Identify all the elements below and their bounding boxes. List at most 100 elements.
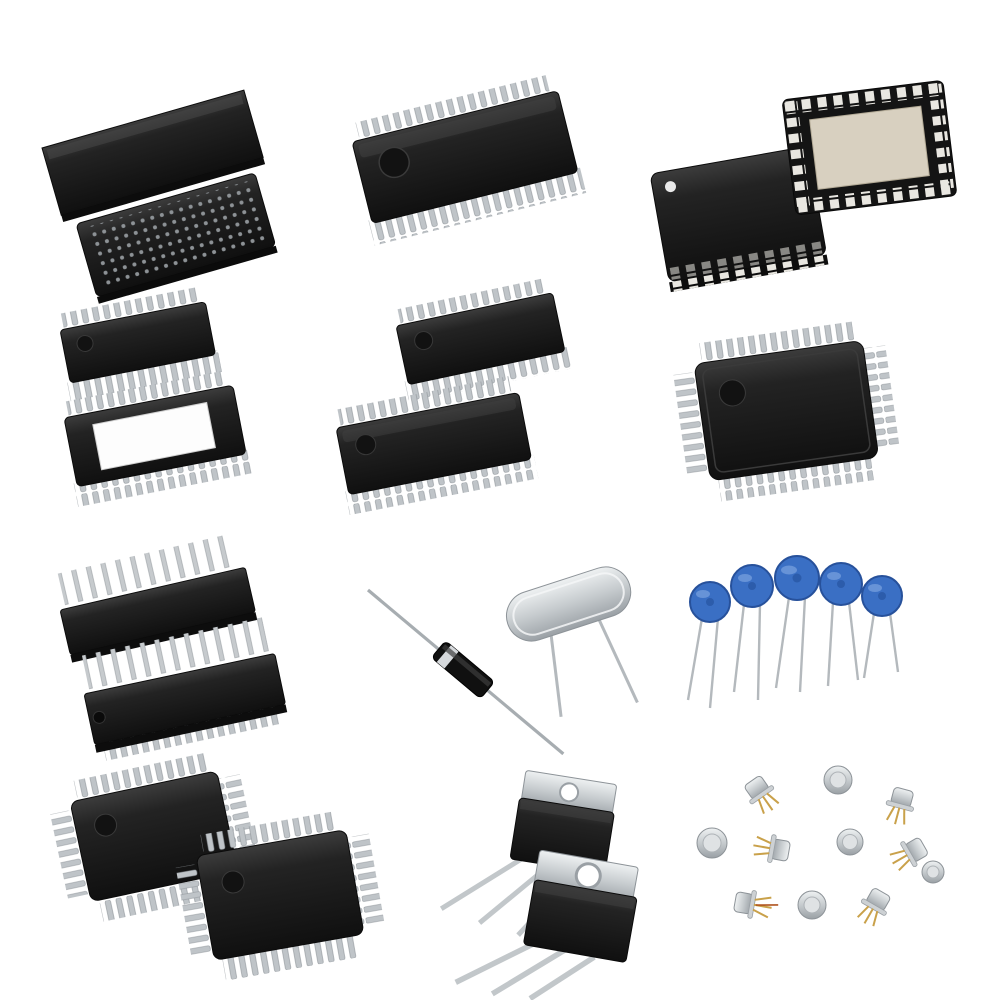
- pin1-dimple: [414, 331, 434, 351]
- pad-row-top: [784, 82, 943, 115]
- pin-row-right: [861, 345, 900, 450]
- pin-row-bottom: [718, 456, 874, 502]
- lqfp-lower-package: [175, 811, 385, 981]
- bga-edge: [96, 245, 278, 304]
- wire-lead: [755, 904, 779, 906]
- varistor-lead: [847, 601, 860, 681]
- tssop-package: [352, 75, 587, 246]
- metal-can-top: [696, 827, 728, 859]
- pin1-notch: [92, 710, 106, 724]
- varistor-highlight: [827, 572, 841, 580]
- ceramic-center: [809, 105, 930, 190]
- pin-row-right: [345, 833, 385, 927]
- pin1-dimple: [221, 870, 245, 894]
- to220-sheen: [519, 799, 613, 824]
- pin-row-top: [60, 287, 200, 332]
- pin-row-top: [699, 321, 855, 365]
- chip-sheen: [358, 96, 557, 158]
- pin-row-bottom: [221, 933, 361, 981]
- crystal-can: [506, 566, 632, 642]
- chip-body: [352, 91, 578, 223]
- diode-sheen: [441, 644, 492, 687]
- pin-row-bottom: [73, 449, 253, 507]
- varistor-highlight: [868, 584, 882, 592]
- crystal-seam: [512, 572, 625, 636]
- lqfp48-package: [673, 321, 900, 502]
- varistor: [774, 555, 820, 693]
- varistor-highlight: [738, 574, 752, 582]
- varistor-lead: [686, 617, 704, 701]
- chip-body: [60, 301, 216, 383]
- varistor-lead: [732, 603, 746, 693]
- metal-can-side: [753, 834, 791, 863]
- pin-row-bottom: [368, 167, 587, 246]
- varistor-lead: [774, 596, 791, 689]
- varistor-lead: [862, 612, 876, 679]
- metal-can-top: [836, 828, 864, 856]
- chip-body: [196, 830, 364, 960]
- can-cap: [702, 833, 722, 853]
- chip-body: [694, 341, 878, 481]
- metal-can-side: [733, 890, 779, 919]
- varistor-center: [706, 598, 714, 606]
- crystal-oscillator: [506, 566, 639, 718]
- pin-row-top: [65, 371, 225, 420]
- pin-row-top: [355, 75, 551, 143]
- varistor: [686, 581, 731, 709]
- varistor-highlight: [696, 590, 710, 598]
- can-cap: [803, 896, 821, 914]
- metal-can-cluster: [696, 765, 945, 927]
- gold-pins: [885, 805, 906, 825]
- to220-hole: [559, 782, 580, 803]
- pad-row: [672, 255, 826, 292]
- to220-leads: [454, 940, 596, 1000]
- metal-can-side: [744, 775, 780, 814]
- pin1-dimple: [94, 813, 118, 837]
- pad-row-front: [669, 241, 824, 280]
- pin-row-bottom: [66, 350, 222, 402]
- pin1-dimple: [718, 379, 746, 407]
- metal-can-side: [856, 888, 891, 927]
- qfn-bottom-package: [650, 146, 829, 293]
- pin1-dimple: [76, 334, 94, 352]
- chip-bevel: [702, 348, 871, 473]
- varistor-set: [686, 555, 903, 709]
- die-plate-edge: [61, 157, 266, 223]
- pad-row-left: [784, 100, 811, 213]
- pin-row-left: [673, 371, 712, 476]
- can-cap: [829, 771, 847, 789]
- chip-body: [396, 292, 565, 385]
- varistor-center: [792, 573, 802, 583]
- chip-sheen: [342, 398, 517, 443]
- qfn-ceramic-package: [782, 80, 957, 215]
- pin-row-top: [397, 278, 547, 327]
- crystal-lead: [597, 617, 639, 704]
- varistor-center: [748, 582, 756, 590]
- gold-pins: [856, 905, 879, 927]
- pin1-dot: [665, 181, 677, 193]
- pin-row-up: [57, 533, 240, 611]
- gold-pins: [753, 835, 772, 856]
- varistor-center: [878, 592, 886, 600]
- varistor: [819, 562, 863, 687]
- pin-row-left: [50, 809, 92, 899]
- metal-can-side: [889, 837, 928, 872]
- to220-hole: [574, 862, 602, 890]
- metal-can-side: [885, 787, 914, 825]
- chip-body: [336, 392, 532, 495]
- to220-sheen: [534, 881, 635, 910]
- can-cap: [926, 865, 940, 879]
- gold-pins: [889, 849, 911, 872]
- ssop-lower-package: [336, 376, 539, 515]
- varistor: [730, 564, 774, 701]
- varistor: [861, 575, 903, 679]
- varistor-center: [837, 580, 845, 588]
- pin-row-top: [73, 752, 210, 803]
- white-cavity: [92, 401, 217, 471]
- varistor-highlight: [781, 565, 797, 575]
- bga-ball-grid: [85, 180, 267, 290]
- metal-can-top: [921, 860, 945, 884]
- varistor-lead: [888, 612, 900, 673]
- chip-edge: [94, 704, 288, 753]
